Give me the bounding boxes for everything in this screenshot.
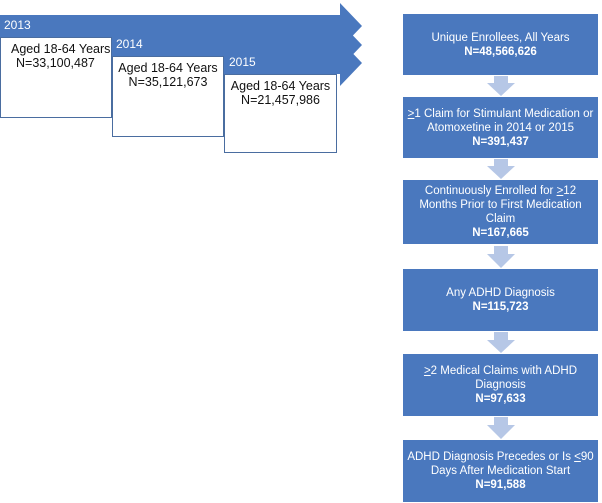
flow-count: N=48,566,626 — [464, 45, 537, 58]
flow-box-diagnosis-timing: ADHD Diagnosis Precedes or Is <90 Days A… — [403, 440, 598, 502]
flow-text: Continuously Enrolled for >12 Months Pri… — [419, 185, 582, 225]
cohort-n-2013: N=33,100,487 — [16, 56, 95, 70]
flow-text: >2 Medical Claims with ADHD Diagnosis — [423, 365, 578, 391]
year-label-2015: 2015 — [229, 55, 256, 69]
flow-text: >1 Claim for Stimulant Medication or Ato… — [407, 107, 594, 134]
flow-box-any-adhd: Any ADHD Diagnosis N=115,723 — [403, 269, 598, 331]
flow-text: ADHD Diagnosis Precedes or Is <90 Days A… — [407, 451, 594, 477]
year-arrow-2014 — [112, 22, 362, 68]
down-arrow-3 — [487, 246, 515, 268]
flow-box-enrollees: Unique Enrollees, All Years N=48,566,626 — [403, 14, 598, 75]
down-arrow-4 — [487, 332, 515, 353]
down-arrow-5 — [487, 417, 515, 439]
year-label-2013: 2013 — [4, 18, 31, 32]
flow-count: N=115,723 — [472, 301, 529, 313]
flow-count: N=91,588 — [475, 479, 526, 491]
cohort-box-2015: Aged 18-64 Years N=21,457,986 — [224, 74, 337, 153]
flow-text: Unique Enrollees, All Years — [431, 31, 570, 44]
flow-count: N=391,437 — [472, 135, 529, 148]
flow-count: N=167,665 — [472, 227, 529, 239]
gte-symbol: > — [423, 365, 431, 377]
flow-count: N=97,633 — [475, 393, 526, 405]
cohort-box-2014: Aged 18-64 Years N=35,121,673 — [112, 56, 224, 137]
flow-box-medication-claim: >1 Claim for Stimulant Medication or Ato… — [403, 97, 598, 158]
cohort-n-2015: N=21,457,986 — [241, 93, 320, 107]
down-arrow-2 — [487, 159, 515, 179]
lte-symbol: < — [574, 451, 581, 463]
flow-text: Any ADHD Diagnosis — [446, 287, 555, 299]
gte-symbol: > — [407, 107, 415, 120]
flow-box-continuous-enrollment: Continuously Enrolled for >12 Months Pri… — [403, 180, 598, 244]
gte-symbol: > — [556, 185, 564, 197]
flow-box-medical-claims: >2 Medical Claims with ADHD Diagnosis N=… — [403, 354, 598, 416]
year-label-2014: 2014 — [116, 37, 143, 51]
cohort-age-2014: Aged 18-64 Years — [118, 61, 218, 75]
cohort-box-2013: Aged 18-64 Years N=33,100,487 — [0, 37, 112, 118]
down-arrow-1 — [487, 76, 515, 96]
cohort-age-2015: Aged 18-64 Years — [230, 79, 331, 93]
year-arrow-2015 — [224, 40, 362, 86]
cohort-age-2013: Aged 18-64 Years — [11, 42, 111, 56]
cohort-n-2014: N=35,121,673 — [128, 75, 208, 89]
year-arrow-2013 — [0, 3, 362, 49]
